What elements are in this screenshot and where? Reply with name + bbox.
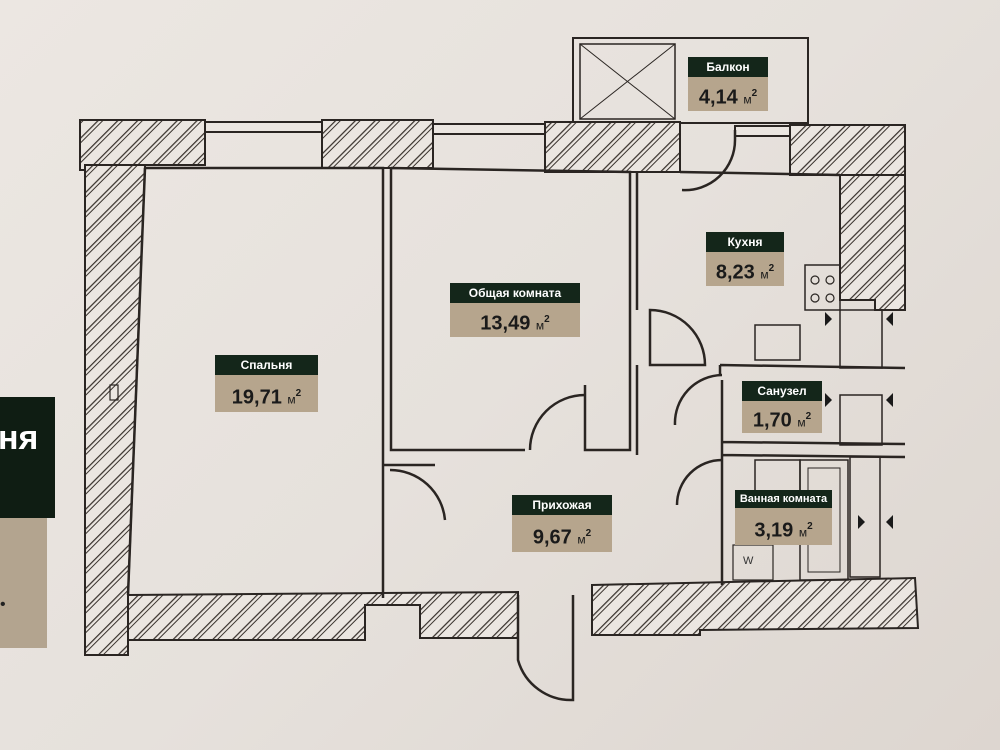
door-bedroom <box>389 468 447 521</box>
wall-bottom-left <box>127 590 519 641</box>
room-label-bathroom: Ванная комната 3,19 м2 <box>735 490 832 545</box>
stove <box>804 264 841 311</box>
wall-kitchen <box>635 170 906 455</box>
side-panel-title-text: ня <box>0 419 39 457</box>
door-entrance <box>516 595 575 702</box>
room-name: Балкон <box>688 57 768 77</box>
wall-bottom-right <box>591 576 920 636</box>
door-kitchen <box>648 308 707 367</box>
side-panel-title: ня <box>0 397 55 518</box>
door-living <box>528 393 586 451</box>
room-name: Санузел <box>742 381 822 401</box>
washer-mark: W <box>743 555 754 567</box>
washer <box>732 544 774 581</box>
room-label-toilet: Санузел 1,70 м2 <box>742 381 822 433</box>
balcony-outline <box>572 37 809 124</box>
room-name: Спальня <box>215 355 318 375</box>
room-name: Кухня <box>706 232 784 252</box>
room-area: 4,14 м2 <box>688 77 768 111</box>
kitchen-sink <box>754 324 801 361</box>
room-label-kitchen: Кухня 8,23 м2 <box>706 232 784 286</box>
room-area: 8,23 м2 <box>706 252 784 286</box>
wall-top-left <box>79 119 206 171</box>
room-label-hallway: Прихожая 9,67 м2 <box>512 495 612 552</box>
room-area: 1,70 м2 <box>742 401 822 433</box>
wall-right <box>839 174 906 311</box>
room-label-living-room: Общая комната 13,49 м2 <box>450 283 580 337</box>
wall-top-mid1 <box>321 119 434 169</box>
room-name: Ванная комната <box>735 490 832 508</box>
side-panel-info: • <box>0 518 47 648</box>
room-name: Общая комната <box>450 283 580 303</box>
door-balcony <box>681 130 737 192</box>
wall-top-mid2 <box>544 121 681 173</box>
wall-top-right <box>789 124 906 176</box>
room-area: 13,49 м2 <box>450 303 580 337</box>
door-toilet <box>673 373 723 426</box>
room-area: 19,71 м2 <box>215 375 318 412</box>
room-area: 3,19 м2 <box>735 508 832 545</box>
wall-bedroom <box>126 166 435 598</box>
room-area: 9,67 м2 <box>512 515 612 552</box>
room-label-bedroom: Спальня 19,71 м2 <box>215 355 318 412</box>
room-name: Прихожая <box>512 495 612 515</box>
wall-living <box>389 166 632 452</box>
side-panel-mark: • <box>0 596 6 613</box>
door-bathroom <box>675 458 723 506</box>
room-label-balcony: Балкон 4,14 м2 <box>688 57 768 111</box>
